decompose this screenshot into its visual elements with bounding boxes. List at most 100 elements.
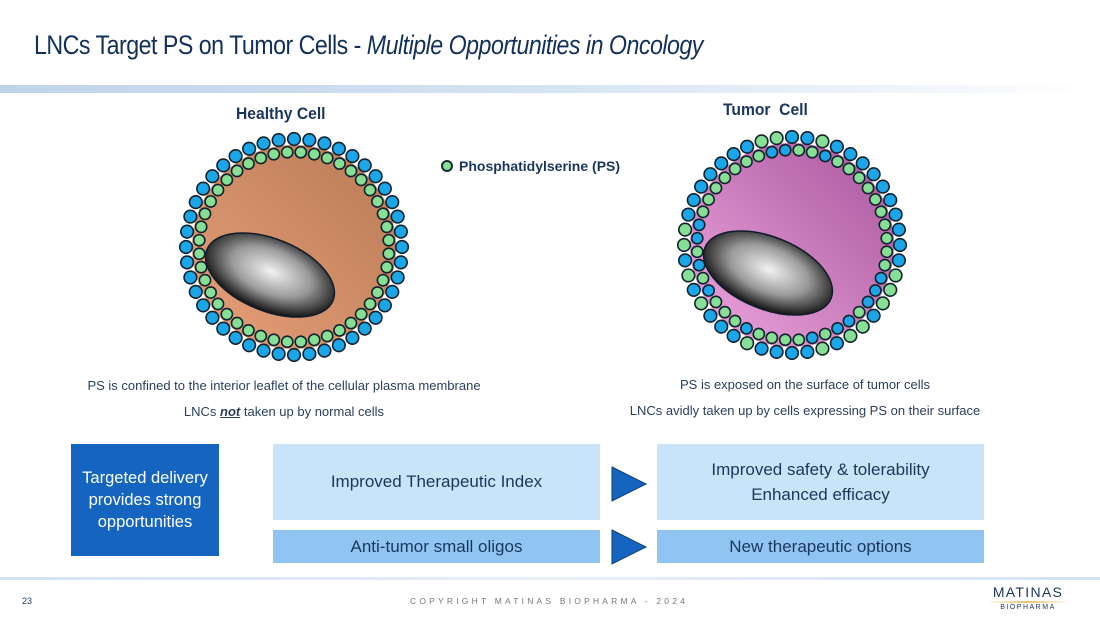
lipid-molecule	[778, 143, 792, 157]
lipid-molecule	[784, 345, 800, 361]
lipid-molecule	[800, 344, 815, 360]
ps-molecule	[370, 195, 384, 208]
lipid-molecule	[317, 343, 332, 358]
lipid-molecule	[692, 218, 706, 232]
ps-molecule	[280, 145, 294, 159]
ps-molecule	[728, 162, 742, 176]
page-number: 23	[22, 596, 33, 606]
lipid-molecule	[784, 129, 800, 145]
ps-molecule	[842, 162, 856, 176]
ps-molecule	[702, 193, 716, 206]
lipid-molecule	[393, 224, 409, 239]
arrow-right-icon	[611, 466, 648, 502]
ps-molecule	[307, 333, 321, 347]
anti-tumor-oligos-text: Anti-tumor small oligos	[350, 536, 523, 556]
healthy-cell-label: Healthy Cell	[236, 104, 326, 123]
ps-molecule	[740, 155, 753, 169]
logo-swoosh	[986, 601, 1070, 603]
lipid-molecule	[178, 239, 194, 255]
ps-molecule	[354, 173, 368, 187]
ps-molecule	[718, 171, 732, 185]
lipid-molecule	[769, 344, 784, 360]
lipid-molecule	[842, 314, 856, 328]
ps-molecule	[267, 147, 281, 161]
ps-molecule	[198, 273, 212, 287]
ps-molecule	[333, 157, 346, 171]
lipid-molecule	[393, 255, 409, 270]
safety-text: Improved safety & tolerability	[711, 460, 930, 479]
ps-molecule	[254, 151, 268, 165]
safety-efficacy-box: Improved safety & tolerability Enhanced …	[657, 444, 984, 520]
slide-title: LNCs Target PS on Tumor Cells - Multiple…	[34, 30, 703, 61]
ps-molecule	[792, 143, 806, 157]
ps-molecule	[765, 331, 779, 345]
lipid-molecule	[331, 338, 346, 353]
lipid-molecule	[256, 343, 271, 358]
lipid-molecule	[818, 149, 832, 163]
tumor-caption-1: PS is exposed on the surface of tumor ce…	[679, 377, 930, 392]
lipid-molecule	[714, 319, 729, 334]
lipid-molecule	[216, 321, 231, 336]
lipid-molecule	[385, 284, 400, 299]
ps-molecule	[752, 327, 766, 341]
ps-molecule	[875, 296, 890, 311]
ps-molecule	[815, 341, 830, 356]
lipid-molecule	[692, 258, 706, 272]
lipid-molecule	[394, 239, 410, 255]
lipid-molecule	[196, 181, 211, 196]
ps-molecule	[805, 145, 819, 159]
ps-molecule	[878, 218, 892, 232]
ps-molecule	[204, 195, 218, 208]
ps-molecule	[344, 164, 358, 178]
ps-molecule	[220, 307, 234, 321]
ps-molecule	[852, 171, 866, 185]
ps-molecule	[294, 335, 308, 349]
ps-molecule	[220, 173, 234, 187]
ps-molecule	[333, 323, 346, 337]
lipid-molecule	[385, 195, 400, 210]
ps-molecule	[211, 183, 225, 197]
ps-molecule	[855, 319, 870, 334]
ps-molecule	[254, 329, 268, 343]
lipid-molecule	[831, 321, 844, 335]
anti-tumor-oligos-box: Anti-tumor small oligos	[273, 530, 600, 563]
ps-molecule	[754, 134, 769, 149]
lipid-molecule	[196, 298, 211, 313]
ps-molecule	[211, 297, 225, 311]
efficacy-text: Enhanced efficacy	[751, 485, 890, 504]
ps-molecule	[815, 134, 830, 149]
lipid-molecule	[183, 270, 198, 285]
lipid-molecule	[714, 156, 729, 171]
lipid-molecule	[875, 179, 890, 194]
ps-molecule	[320, 151, 334, 165]
ps-molecule	[376, 207, 390, 221]
lipid-molecule	[188, 195, 203, 210]
lipid-molecule	[390, 270, 405, 285]
lipid-molecule	[686, 193, 701, 208]
ps-molecule	[242, 157, 255, 171]
lipid-molecule	[726, 328, 741, 343]
ps-molecule	[752, 149, 766, 163]
ps-legend-icon	[441, 160, 453, 172]
ps-molecule	[344, 316, 358, 330]
caption-text: LNCs	[183, 404, 221, 419]
lipid-molecule	[345, 330, 360, 345]
lipid-molecule	[843, 147, 858, 162]
title-main: LNCs Target PS on Tumor Cells -	[34, 30, 367, 60]
lipid-molecule	[188, 284, 203, 299]
lipid-molecule	[345, 149, 360, 164]
ps-molecule	[778, 333, 792, 347]
ps-molecule	[382, 247, 396, 261]
logo-sub: BIOPHARMA	[1000, 604, 1056, 611]
lipid-molecule	[179, 224, 195, 239]
lipid-molecule	[286, 131, 302, 147]
nucleus	[702, 230, 834, 316]
ps-molecule	[242, 323, 255, 337]
lipid-molecule	[357, 321, 372, 336]
lipid-molecule	[286, 347, 302, 363]
lipid-molecule	[216, 158, 231, 173]
legend-label: Phosphatidylserine (PS)	[459, 158, 621, 174]
lipid-molecule	[271, 346, 286, 362]
new-options-box: New therapeutic options	[657, 530, 984, 563]
copyright-text: COPYRIGHT MATINAS BIOPHARMA - 2024	[410, 596, 689, 606]
